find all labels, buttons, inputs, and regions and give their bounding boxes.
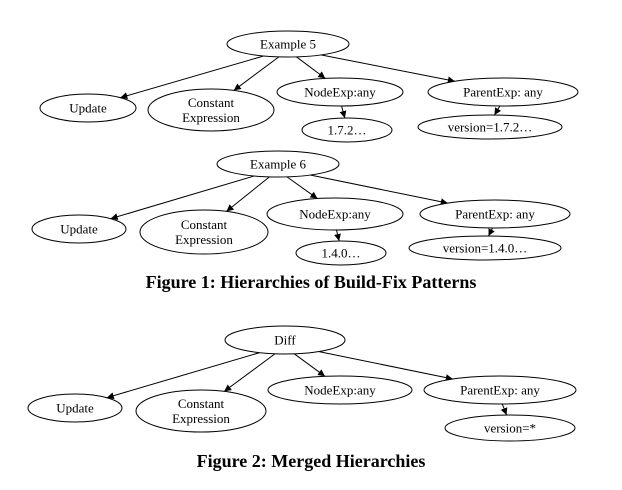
node-version: version=*	[444, 414, 576, 442]
node-diff-label: Diff	[274, 333, 296, 348]
node-diff-shape	[224, 325, 346, 355]
node-constant-expression-label: Expression	[175, 232, 233, 247]
node-parentexp-any-label: ParentExp: any	[460, 383, 540, 398]
node-update-label: Update	[60, 222, 98, 237]
node-parentexp-any-shape	[427, 77, 579, 107]
node-constant-expression-label: Constant	[188, 95, 235, 110]
node-nodeexp-any-label: NodeExp:any	[304, 383, 376, 398]
edge-parentexp-any-to-version-1-7-2	[494, 105, 502, 116]
edge-example-5-to-parentexp-any	[313, 52, 455, 84]
node-example-6-label: Example 6	[250, 157, 306, 172]
node-update-shape	[27, 393, 123, 423]
edge-example-6-to-parentexp-any	[302, 173, 448, 206]
node-version-1-4-0-label: version=1.4.0…	[443, 241, 528, 256]
node-nodeexp-any: NodeExp:any	[276, 77, 404, 107]
node-nodeexp-any-shape	[276, 77, 404, 107]
node-version-1-7-2-label: version=1.7.2…	[448, 120, 533, 135]
node-nodeexp-any: NodeExp:any	[266, 197, 404, 231]
edge-nodeexp-any-to-1-4-0	[334, 229, 341, 242]
edge-example-5-to-constant-expression	[233, 56, 280, 91]
node-version-label: version=*	[484, 421, 536, 436]
node-constant-expression-label: Expression	[182, 110, 240, 125]
node-nodeexp-any-label: NodeExp:any	[299, 207, 371, 222]
node-version-1-7-2-shape	[417, 114, 563, 140]
node-version-1-4-0: version=1.4.0…	[408, 235, 562, 261]
node-nodeexp-any-shape	[266, 197, 404, 231]
figure-caption-1: Figure 1: Hierarchies of Build-Fix Patte…	[146, 272, 477, 292]
edge-nodeexp-any-to-1-7-2	[339, 105, 347, 119]
node-version-1-7-2: version=1.7.2…	[417, 114, 563, 140]
node-constant-expression-shape	[135, 389, 267, 433]
node-update-label: Update	[56, 401, 94, 416]
edge-example-6-to-constant-expression	[226, 176, 271, 212]
node-1-7-2-shape	[301, 117, 393, 143]
edge-diff-to-constant-expression	[223, 353, 276, 392]
node-nodeexp-any-shape	[267, 375, 413, 405]
node-constant-expression-label: Expression	[172, 411, 230, 426]
node-nodeexp-any: NodeExp:any	[267, 375, 413, 405]
node-parentexp-any: ParentExp: any	[427, 77, 579, 107]
node-1-7-2: 1.7.2…	[301, 117, 393, 143]
node-version-shape	[444, 414, 576, 442]
edge-parentexp-any-to-version	[500, 403, 508, 416]
edge-example-6-to-nodeexp-any	[286, 176, 318, 199]
node-parentexp-any: ParentExp: any	[419, 199, 571, 229]
node-parentexp-any-shape	[423, 375, 577, 405]
node-update-shape	[39, 93, 137, 123]
edge-diff-to-parentexp-any	[310, 349, 453, 382]
node-nodeexp-any-label: NodeExp:any	[304, 85, 376, 100]
node-update-label: Update	[69, 101, 107, 116]
node-constant-expression-label: Constant	[181, 217, 228, 232]
node-example-5-shape	[226, 30, 350, 58]
node-parentexp-any-shape	[419, 199, 571, 229]
node-constant-expression-label: Constant	[178, 396, 225, 411]
node-example-6: Example 6	[216, 150, 340, 178]
node-1-4-0-shape	[295, 240, 387, 266]
node-constant-expression-shape	[147, 88, 275, 132]
node-update: Update	[27, 393, 123, 423]
node-example-6-shape	[216, 150, 340, 178]
node-1-4-0: 1.4.0…	[295, 240, 387, 266]
edge-parentexp-any-to-version-1-4-0	[488, 227, 495, 237]
edge-example-5-to-nodeexp-any	[295, 56, 326, 79]
node-update: Update	[31, 214, 127, 244]
node-update: Update	[39, 93, 137, 123]
node-parentexp-any-label: ParentExp: any	[455, 207, 535, 222]
node-update-shape	[31, 214, 127, 244]
edge-example-6-to-update	[110, 174, 259, 221]
edge-example-5-to-update	[120, 54, 268, 100]
node-constant-expression-shape	[139, 209, 269, 255]
node-1-7-2-label: 1.7.2…	[328, 123, 367, 138]
node-diff: Diff	[224, 325, 346, 355]
node-example-5: Example 5	[226, 30, 350, 58]
edge-diff-to-nodeexp-any	[293, 353, 326, 377]
node-version-1-4-0-shape	[408, 235, 562, 261]
node-example-5-label: Example 5	[260, 37, 316, 52]
figure-caption-2: Figure 2: Merged Hierarchies	[197, 451, 426, 471]
node-parentexp-any: ParentExp: any	[423, 375, 577, 405]
node-1-4-0-label: 1.4.0…	[322, 246, 361, 261]
node-parentexp-any-label: ParentExp: any	[463, 85, 543, 100]
edge-diff-to-update	[106, 350, 265, 400]
